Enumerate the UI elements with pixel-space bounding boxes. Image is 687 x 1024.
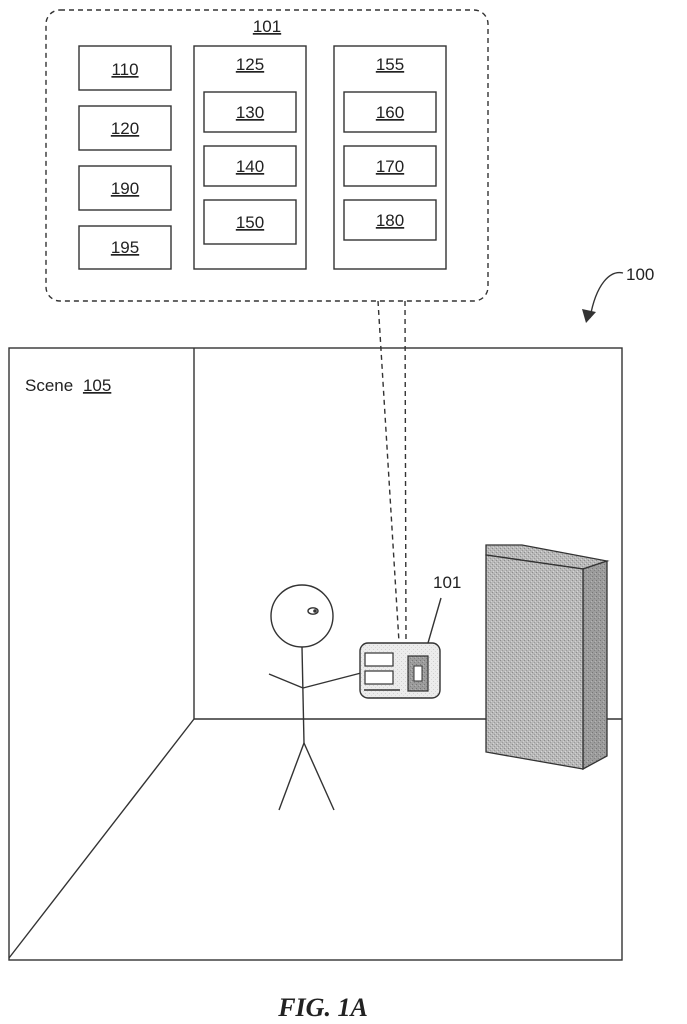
group-header: 125 xyxy=(236,55,264,74)
scene-label: Scene 105 xyxy=(25,376,111,395)
group-header: 155 xyxy=(376,55,404,74)
reference-arrow xyxy=(590,273,623,318)
device-label: 101 xyxy=(433,573,461,592)
detail-column-2: 125 130 140 150 xyxy=(194,46,306,269)
component-label: 130 xyxy=(236,103,264,122)
person-figure xyxy=(269,585,361,810)
component-label: 180 xyxy=(376,211,404,230)
component-label: 195 xyxy=(111,238,139,257)
component-label: 150 xyxy=(236,213,264,232)
system-reference: 100 xyxy=(582,265,654,323)
system-reference-number: 100 xyxy=(626,265,654,284)
component-label: 160 xyxy=(376,103,404,122)
device xyxy=(360,643,440,698)
detail-column-3: 155 160 170 180 xyxy=(334,46,446,269)
device-leader-line xyxy=(428,598,441,643)
figure-caption: FIG. 1A xyxy=(277,993,368,1022)
reference-arrowhead xyxy=(582,309,596,323)
detail-title: 101 xyxy=(253,17,281,36)
detail-column-1: 110 120 190 195 xyxy=(79,46,171,269)
component-label: 170 xyxy=(376,157,404,176)
callout-leader-lines xyxy=(378,301,406,642)
component-label: 110 xyxy=(111,60,138,79)
cabinet-object xyxy=(486,545,607,769)
component-label: 140 xyxy=(236,157,264,176)
component-label: 120 xyxy=(111,119,139,138)
detail-callout: 101 110 120 190 195 125 130 140 150 155 xyxy=(46,10,488,301)
scene-label-prefix: Scene xyxy=(25,376,73,395)
component-label: 190 xyxy=(111,179,139,198)
scene-label-number: 105 xyxy=(83,376,111,395)
